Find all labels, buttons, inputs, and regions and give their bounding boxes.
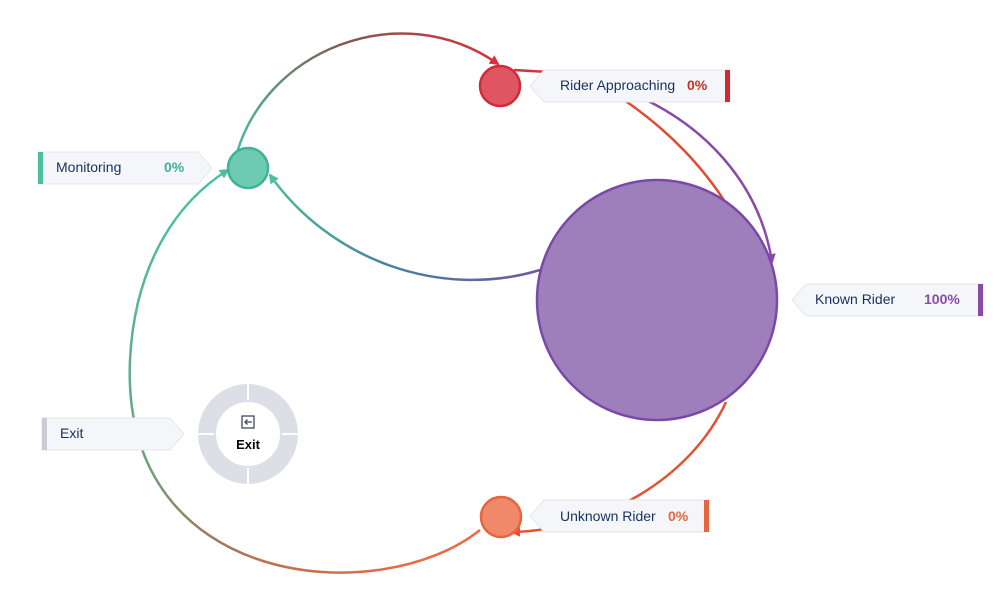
exit-center-label: Exit xyxy=(236,437,261,452)
tag-label: Rider Approaching xyxy=(560,77,675,93)
node-exit[interactable]: Exit xyxy=(195,381,301,487)
tag-label: Monitoring xyxy=(56,159,121,175)
node-rider-approaching[interactable] xyxy=(478,64,522,108)
tag-percent: 0% xyxy=(164,159,185,175)
tag-exit[interactable]: Exit xyxy=(41,417,185,451)
tag-label: Exit xyxy=(60,425,83,441)
tag-known-rider[interactable]: Known Rider 100% xyxy=(791,283,984,317)
node-unknown-rider[interactable] xyxy=(479,495,523,539)
tag-label: Known Rider xyxy=(815,291,895,307)
tag-accent-bar xyxy=(978,284,983,316)
tag-rider-approaching[interactable]: Rider Approaching 0% xyxy=(529,69,731,103)
tag-label: Unknown Rider xyxy=(560,508,656,524)
tag-unknown-rider[interactable]: Unknown Rider 0% xyxy=(529,499,710,533)
tag-percent: 100% xyxy=(924,291,960,307)
node-monitoring[interactable] xyxy=(226,146,270,190)
edge-known-to-monitoring xyxy=(268,173,541,282)
exit-icon xyxy=(241,415,255,429)
tag-accent-bar xyxy=(42,418,47,450)
edge-unknown-to-monitoring xyxy=(128,168,481,574)
exit-ring xyxy=(198,384,298,484)
edge-approaching-to-known-red xyxy=(617,94,729,206)
node-known-rider[interactable] xyxy=(535,178,779,422)
tag-accent-bar xyxy=(704,500,709,532)
tag-monitoring[interactable]: Monitoring 0% xyxy=(37,151,213,185)
tag-accent-bar xyxy=(38,152,43,184)
edge-monitoring-to-approaching xyxy=(233,32,500,161)
tag-accent-bar xyxy=(725,70,730,102)
tag-percent: 0% xyxy=(687,77,708,93)
tag-percent: 0% xyxy=(668,508,689,524)
